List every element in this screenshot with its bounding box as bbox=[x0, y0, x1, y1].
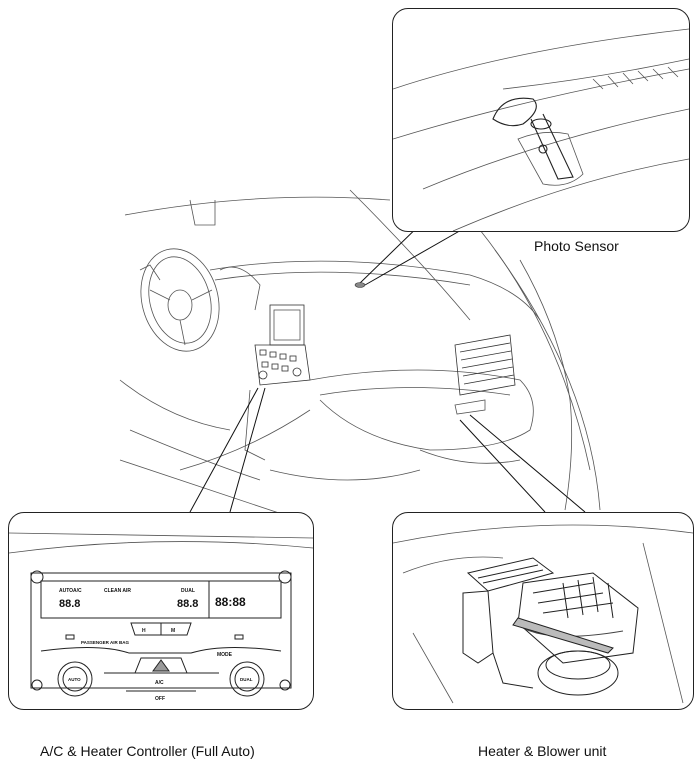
blower-unit-illustration bbox=[393, 524, 693, 704]
photo-sensor-illustration bbox=[393, 28, 689, 231]
photo-sensor-detail bbox=[392, 8, 690, 232]
lcd-auto: AUTO bbox=[59, 588, 73, 594]
lcd-dual: DUAL bbox=[181, 588, 195, 594]
photo-sensor-label: Photo Sensor bbox=[534, 238, 619, 254]
mode-label: MODE bbox=[217, 652, 233, 658]
button-m[interactable]: M bbox=[171, 628, 175, 634]
ac-button[interactable]: A/C bbox=[155, 680, 164, 686]
control-panel-illustration: AUTO A/C 88.8 CLEAN AIR DUAL 88.8 88:88 … bbox=[9, 532, 313, 702]
dual-knob[interactable]: DUAL bbox=[240, 677, 253, 682]
controller-label: A/C & Heater Controller (Full Auto) bbox=[40, 743, 255, 759]
blower-unit-label: Heater & Blower unit bbox=[478, 743, 607, 759]
lcd-temp-right: 88.8 bbox=[177, 598, 198, 610]
airbag-indicator-label: PASSENGER AIR BAG bbox=[81, 640, 130, 645]
lcd-temp-left: 88.8 bbox=[59, 598, 80, 610]
lcd-clock: 88:88 bbox=[215, 595, 246, 609]
lcd-ac: A/C bbox=[73, 588, 82, 594]
heater-blower-detail bbox=[392, 512, 694, 710]
ac-heater-controller-detail: AUTO A/C 88.8 CLEAN AIR DUAL 88.8 88:88 … bbox=[8, 512, 314, 710]
button-h[interactable]: H bbox=[142, 628, 146, 634]
auto-knob[interactable]: AUTO bbox=[68, 677, 81, 682]
lcd-clean-air: CLEAN AIR bbox=[104, 588, 131, 594]
off-button[interactable]: OFF bbox=[155, 696, 165, 702]
